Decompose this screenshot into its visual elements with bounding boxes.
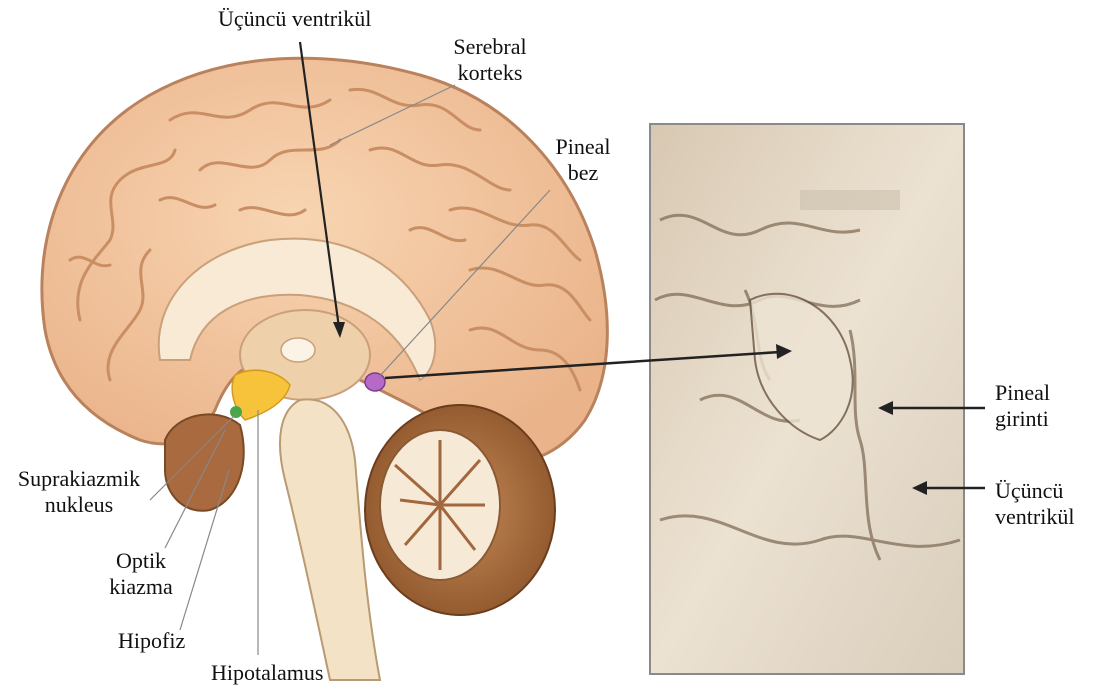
temporal-lobe: [165, 414, 244, 510]
cerebellum: [365, 405, 555, 615]
label-hypothalamus: Hipotalamus: [211, 660, 323, 686]
brainstem: [280, 399, 380, 680]
label-optic-line1: Optik: [96, 548, 186, 574]
label-pineal-recess-line2: girinti: [995, 406, 1050, 432]
interthalamic-adhesion: [281, 338, 315, 362]
label-pineal-gland: Pineal bez: [538, 134, 628, 186]
label-optic-chiasm: Optik kiazma: [96, 548, 186, 600]
label-cerebral-cortex-line1: Serebral: [440, 34, 540, 60]
label-third-ventricle-top: Üçüncü ventrikül: [218, 6, 371, 32]
label-third-ventricle-photo-line2: ventrikül: [995, 504, 1074, 530]
label-pineal-gland-line1: Pineal: [538, 134, 628, 160]
label-pineal-recess-line1: Pineal: [995, 380, 1050, 406]
photo-panel: [650, 124, 964, 674]
label-pineal-gland-line2: bez: [538, 160, 628, 186]
label-optic-line2: kiazma: [96, 574, 186, 600]
label-third-ventricle-photo-line1: Üçüncü: [995, 478, 1074, 504]
label-scn-line1: Suprakiazmik: [4, 466, 154, 492]
label-pituitary: Hipofiz: [118, 628, 185, 654]
label-pineal-recess: Pineal girinti: [995, 380, 1050, 432]
pineal-gland: [365, 373, 385, 391]
suprachiasmatic-nucleus: [230, 406, 242, 418]
label-suprachiasmatic-nucleus: Suprakiazmik nukleus: [4, 466, 154, 518]
label-third-ventricle-photo: Üçüncü ventrikül: [995, 478, 1074, 530]
label-cerebral-cortex-line2: korteks: [440, 60, 540, 86]
label-cerebral-cortex: Serebral korteks: [440, 34, 540, 86]
label-scn-line2: nukleus: [4, 492, 154, 518]
